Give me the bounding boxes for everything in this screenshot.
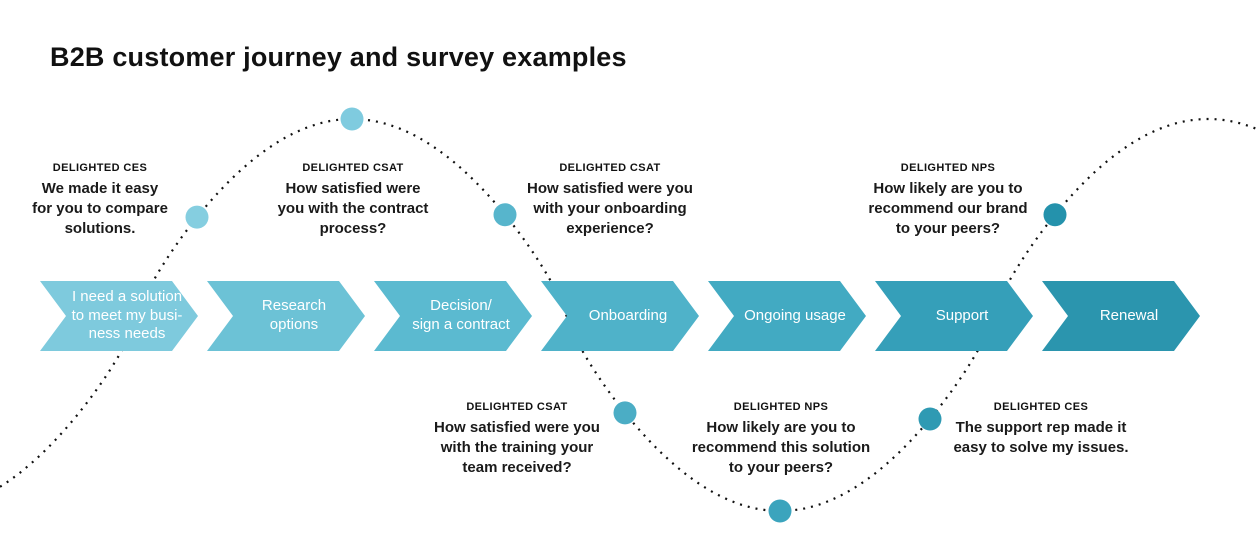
survey-question: The support rep made it easy to solve my… (953, 419, 1129, 456)
survey-type-label: DELIGHTED CES (993, 401, 1089, 413)
journey-stage-support: Support (875, 281, 1033, 351)
annotation-nps-solution: DELIGHTED NPS How likely are you to reco… (692, 401, 870, 478)
annotation-ces-compare: DELIGHTED CES We made it easy for you to… (32, 162, 168, 239)
survey-type-label: DELIGHTED CSAT (466, 401, 568, 413)
journey-dot (613, 401, 637, 425)
journey-stage-research: Research options (207, 281, 365, 351)
journey-dot (918, 407, 942, 431)
journey-stage-onboarding: Onboarding (541, 281, 699, 351)
annotation-ces-support: DELIGHTED CES The support rep made it ea… (953, 401, 1128, 458)
annotation-csat-contract: DELIGHTED CSAT How satisfied were you wi… (278, 162, 429, 239)
journey-stage-decision: Decision/ sign a contract (374, 281, 532, 351)
survey-question: How satisfied were you with the contract… (277, 180, 429, 237)
journey-stage-renewal: Renewal (1042, 281, 1200, 351)
survey-type-label: DELIGHTED CES (52, 162, 148, 174)
journey-dot (768, 499, 792, 523)
journey-dot (1043, 203, 1067, 227)
journey-dot (493, 203, 517, 227)
survey-question: How satisfied were you with your onboard… (527, 180, 693, 237)
journey-stage-need: I need a solution to meet my busi- ness … (40, 281, 198, 351)
survey-type-label: DELIGHTED NPS (733, 401, 829, 413)
annotation-nps-brand: DELIGHTED NPS How likely are you to reco… (868, 162, 1027, 239)
page-title: B2B customer journey and survey examples (50, 42, 627, 72)
survey-question: How satisfied were you with the training… (434, 419, 600, 476)
survey-type-label: DELIGHTED NPS (900, 162, 996, 174)
journey-stage-ongoing-usage: Ongoing usage (708, 281, 866, 351)
journey-dot (185, 205, 209, 229)
survey-type-label: DELIGHTED CSAT (559, 162, 661, 174)
journey-dot (340, 107, 364, 131)
survey-question: How likely are you to recommend this sol… (691, 419, 871, 476)
survey-type-label: DELIGHTED CSAT (302, 162, 404, 174)
survey-question: We made it easy for you to compare solut… (32, 180, 168, 237)
survey-question: How likely are you to recommend our bran… (868, 180, 1028, 237)
annotation-csat-training: DELIGHTED CSAT How satisfied were you wi… (434, 401, 600, 478)
annotation-csat-onboarding: DELIGHTED CSAT How satisfied were you wi… (527, 162, 693, 239)
